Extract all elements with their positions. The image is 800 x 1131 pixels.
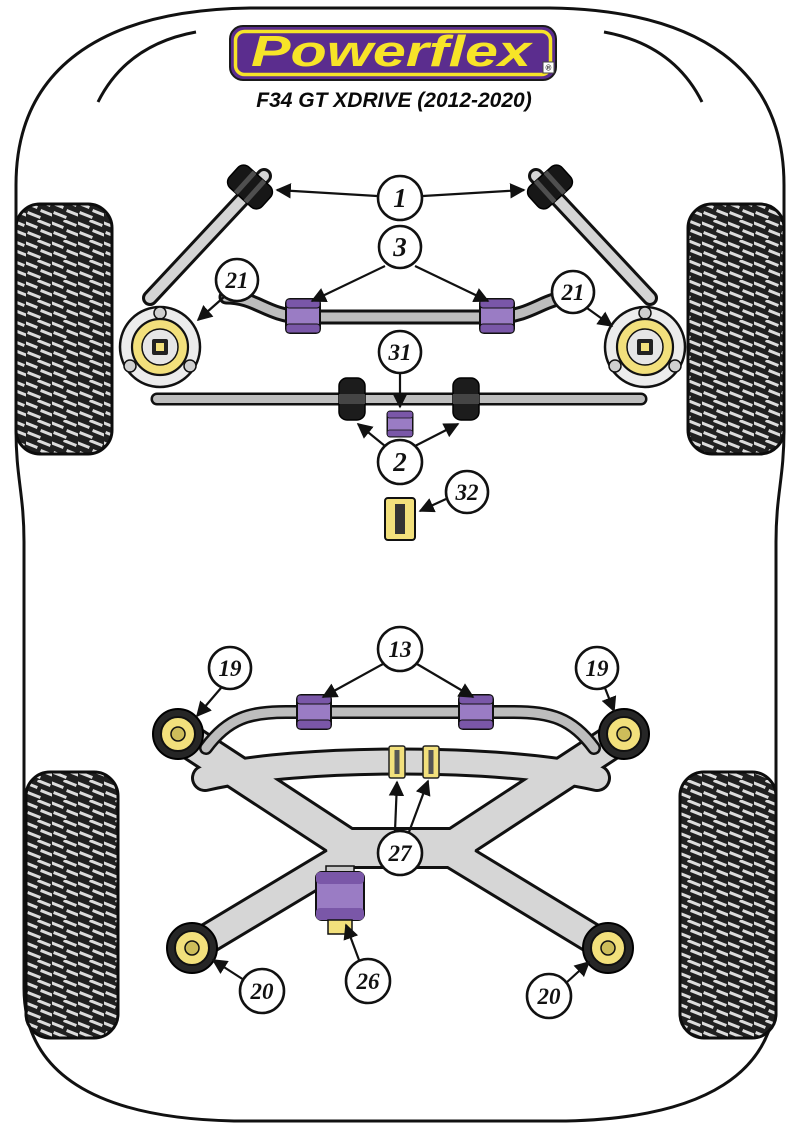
callout-20-right-label: 20 [537,984,562,1009]
callout-20-left-arrow [211,959,245,981]
steering-clamp-part [384,497,416,541]
callout-19-right-circle[interactable] [574,645,620,691]
drop-link-bush-left [338,377,366,421]
callout-19-right-label: 19 [586,656,610,681]
beam-bush-right [422,745,440,779]
tire-front-right [686,202,786,456]
front-arb-bush-right [479,298,515,334]
callout-3-label: 3 [392,232,407,262]
callout-2-arrow-left [356,423,386,447]
callout-27-label: 27 [388,841,414,866]
logo-wordmark: Powerflex [251,27,533,76]
callout-32-arrow [418,498,447,513]
diff-mount [315,865,365,935]
callout-1-arrow-left [275,183,378,199]
callout-19-left[interactable]: 19 [195,645,253,718]
subframe-bush-front-right [598,708,650,760]
subframe-bush-rear-left [166,922,218,974]
callout-21-left[interactable]: 21 [196,257,260,322]
callout-27-arrow-right [407,779,431,833]
callout-31[interactable]: 31 [377,329,423,409]
rear-arb-bush-left [296,694,332,730]
callout-32[interactable]: 32 [418,469,490,515]
callout-26-circle[interactable] [344,957,392,1005]
callout-31-label: 31 [388,340,412,365]
engine-mount-left [118,305,202,389]
callout-21-right-label: 21 [561,280,585,305]
front-anti-roll-bar [218,289,582,325]
callout-19-left-arrow [195,687,222,718]
hood-crease-right [603,30,704,103]
callout-2-label: 2 [392,447,407,477]
engine-mount-right [603,305,687,389]
callout-20-right[interactable]: 20 [525,960,591,1020]
callout-2[interactable]: 2 [356,423,460,486]
callout-21-left-circle[interactable] [214,257,260,303]
callout-26-arrow [343,923,361,961]
registered-mark-box [542,61,555,74]
callout-20-right-circle[interactable] [525,972,573,1020]
callout-27-circle[interactable] [376,829,424,877]
rear-anti-roll-bar [199,705,601,755]
subframe-bush-rear-right [582,922,634,974]
callout-1-label: 1 [393,183,407,213]
tire-rear-left [24,770,120,1040]
callout-20-left-circle[interactable] [238,967,286,1015]
callout-19-left-circle[interactable] [207,645,253,691]
callout-26[interactable]: 26 [343,923,392,1005]
callout-27-arrow-left [388,780,405,832]
logo-plate [229,25,557,81]
callout-2-arrow-right [414,423,460,447]
callout-13-circle[interactable] [376,625,424,673]
callout-3[interactable]: 3 [310,224,490,302]
drop-link-bush-right [452,377,480,421]
front-control-arm-right [523,161,658,306]
rear-arb-bush-right [458,694,494,730]
callout-19-right[interactable]: 19 [574,645,620,713]
front-control-arm-left [142,161,277,306]
callout-32-label: 32 [455,480,479,505]
powerflex-logo: Powerflex ® [229,25,557,81]
subframe-bush-front-left [152,708,204,760]
callout-27[interactable]: 27 [376,779,431,877]
callout-13-label: 13 [389,637,412,662]
callout-21-left-arrow [196,296,225,322]
callout-3-arrow-right [414,265,490,302]
callout-1-arrow-right [422,183,526,199]
callout-21-left-label: 21 [225,268,249,293]
callout-3-circle[interactable] [377,224,423,270]
hood-crease-left [96,30,197,103]
registered-mark: ® [546,64,552,73]
callout-21-right[interactable]: 21 [550,269,614,327]
tire-front-left [14,202,114,456]
callout-31-circle[interactable] [377,329,423,375]
callout-2-circle[interactable] [376,438,424,486]
beam-bush-left [388,745,406,779]
callout-1[interactable]: 1 [275,174,526,222]
callout-21-right-circle[interactable] [550,269,596,315]
model-subtitle: F34 GT XDRIVE (2012-2020) [256,89,531,112]
callout-13-arrow-right [416,663,475,698]
callout-19-left-label: 19 [219,656,243,681]
callout-3-arrow-left [310,265,386,302]
callout-20-left[interactable]: 20 [211,959,286,1015]
tire-rear-right [678,770,778,1040]
callout-26-label: 26 [356,969,381,994]
callout-13-arrow-left [321,663,384,698]
callout-20-right-arrow [565,960,591,984]
center-small-bush [386,410,414,438]
callout-13[interactable]: 13 [321,625,475,698]
callout-32-circle[interactable] [444,469,490,515]
callout-20-left-label: 20 [250,979,275,1004]
callout-1-circle[interactable] [376,174,424,222]
logo-inner-border [233,29,553,77]
callout-21-right-arrow [586,307,614,327]
callout-19-right-arrow [601,687,617,713]
front-arb-bush-left [285,298,321,334]
